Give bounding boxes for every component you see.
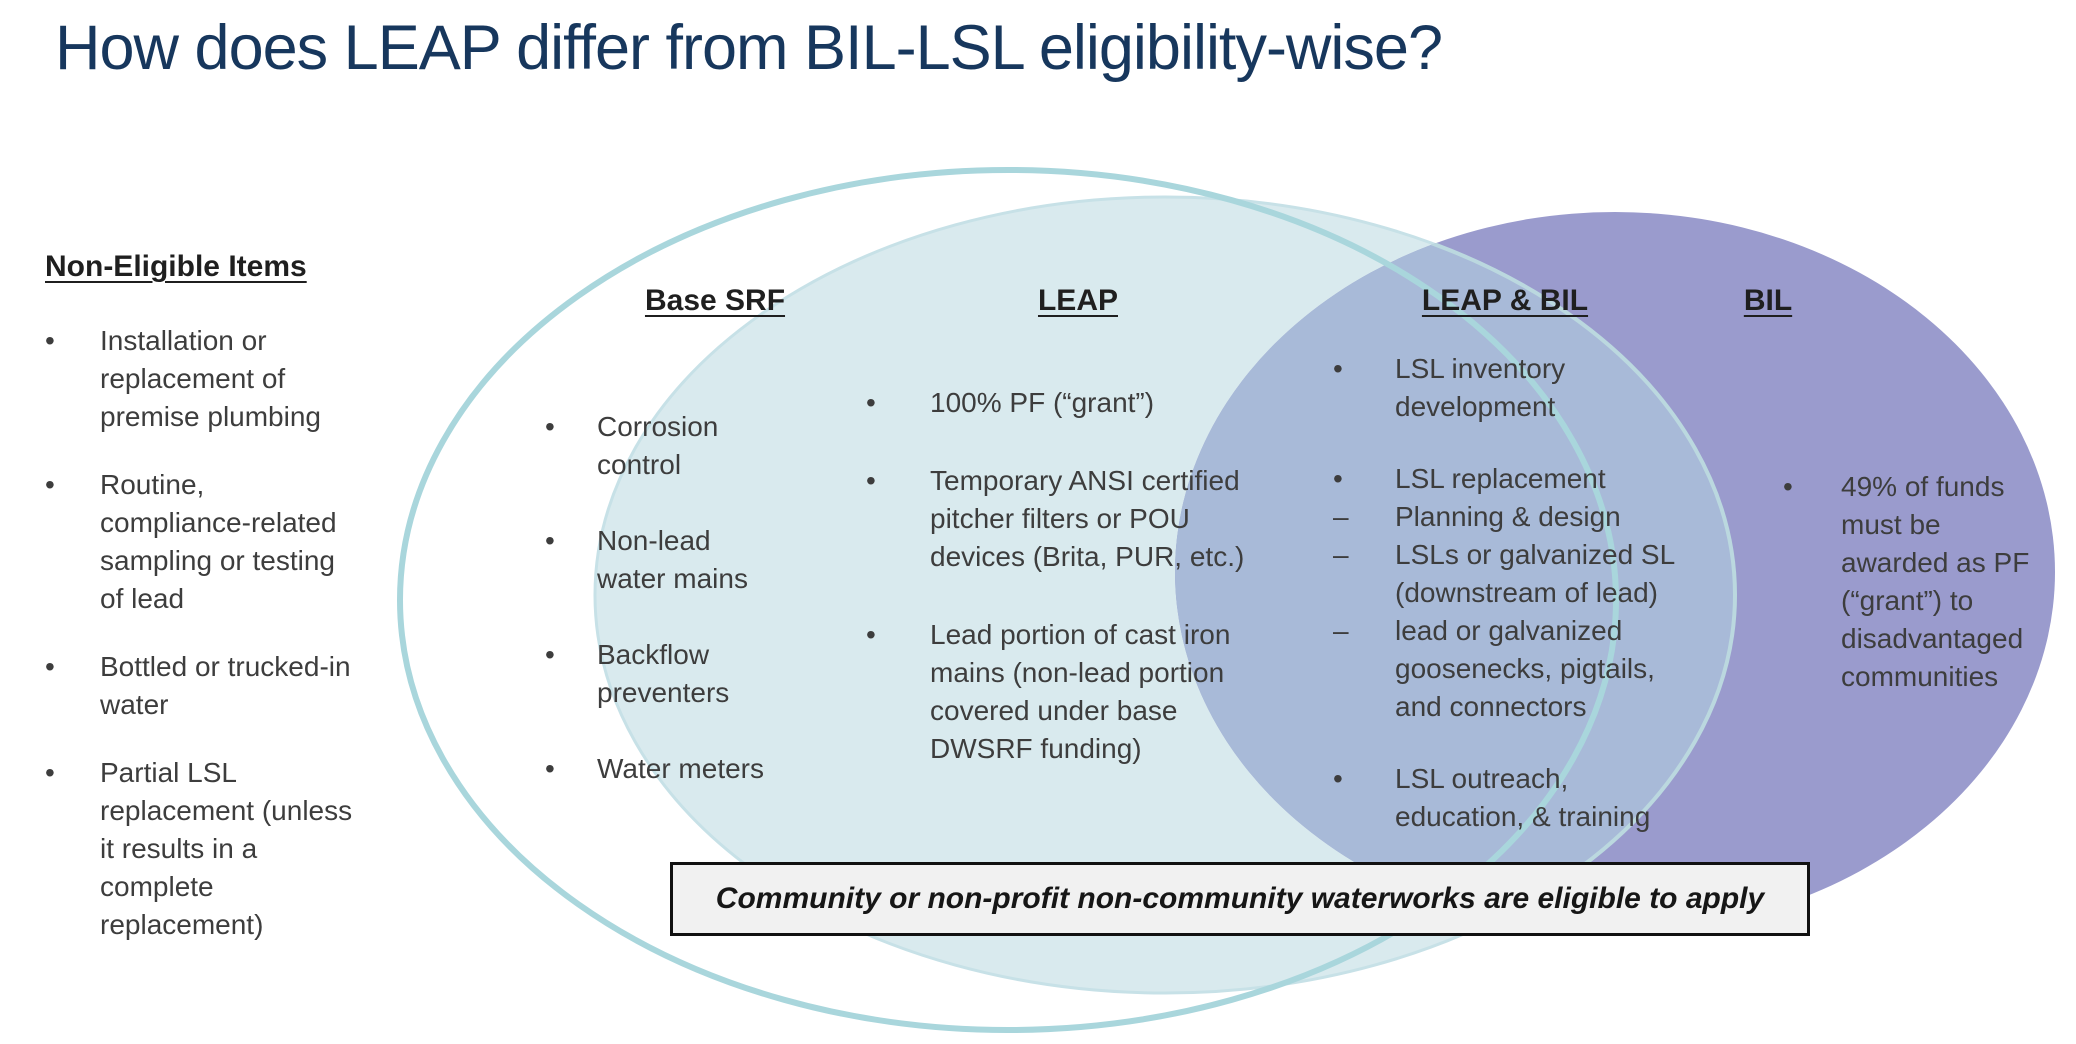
item-text: Bottled or trucked-in water bbox=[100, 651, 351, 720]
list-item: LSL inventory development bbox=[1333, 350, 1713, 426]
list-item: Lead portion of cast iron mains (non-lea… bbox=[866, 616, 1266, 768]
item-text: Planning & design bbox=[1395, 501, 1621, 532]
item-text: LSL outreach, education, & training bbox=[1395, 763, 1651, 832]
bullet-icon bbox=[45, 648, 100, 686]
bullet-icon bbox=[866, 462, 930, 500]
list-item: LSLs or galvanized SL (downstream of lea… bbox=[1333, 536, 1713, 612]
dash-icon bbox=[1333, 612, 1395, 650]
list-item: Planning & design bbox=[1333, 498, 1713, 536]
bullet-icon bbox=[545, 522, 597, 560]
non-eligible-heading: Non-Eligible Items bbox=[45, 250, 307, 283]
bullet-icon bbox=[1333, 460, 1395, 498]
item-text: LSL replacement bbox=[1395, 463, 1606, 494]
bil-heading: BIL bbox=[1743, 284, 1793, 317]
base-srf-ellipse bbox=[397, 167, 1619, 1033]
item-text: Temporary ANSI certified pitcher filters… bbox=[930, 465, 1245, 572]
list-item: 49% of funds must be awarded as PF (“gra… bbox=[1783, 468, 2043, 696]
item-text: Backflow preventers bbox=[597, 639, 730, 708]
bil-list: 49% of funds must be awarded as PF (“gra… bbox=[1783, 468, 2043, 732]
list-item: Bottled or trucked-in water bbox=[45, 648, 360, 724]
page-title: How does LEAP differ from BIL-LSL eligib… bbox=[55, 13, 1443, 83]
item-text: Corrosion control bbox=[597, 411, 719, 480]
dash-icon bbox=[1333, 536, 1395, 574]
bullet-icon bbox=[45, 466, 100, 504]
list-item: Backflow preventers bbox=[545, 636, 785, 712]
item-text: Routine, compliance-related sampling or … bbox=[100, 469, 337, 614]
non-eligible-list: Installation or replacement of premise p… bbox=[45, 322, 360, 974]
eligibility-banner: Community or non-profit non-community wa… bbox=[670, 862, 1810, 936]
item-text: Partial LSL replacement (unless it resul… bbox=[100, 757, 353, 940]
leap-bil-overlap-region bbox=[1175, 212, 1737, 932]
bullet-icon bbox=[866, 384, 930, 422]
list-item: Partial LSL replacement (unless it resul… bbox=[45, 754, 360, 944]
list-item: Routine, compliance-related sampling or … bbox=[45, 466, 360, 618]
item-text: LSLs or galvanized SL (downstream of lea… bbox=[1395, 539, 1675, 608]
item-text: 100% PF (“grant”) bbox=[930, 387, 1155, 418]
list-item: LSL replacement bbox=[1333, 460, 1713, 498]
item-text: Lead portion of cast iron mains (non-lea… bbox=[930, 619, 1231, 764]
item-text: Water meters bbox=[597, 753, 764, 784]
list-item: Corrosion control bbox=[545, 408, 785, 484]
item-text: Installation or replacement of premise p… bbox=[100, 325, 321, 432]
list-item: Installation or replacement of premise p… bbox=[45, 322, 360, 436]
bullet-icon bbox=[545, 636, 597, 674]
base-srf-list: Corrosion control Non-lead water mains B… bbox=[545, 408, 785, 826]
bullet-icon bbox=[1333, 760, 1395, 798]
bullet-icon bbox=[45, 322, 100, 360]
bullet-icon bbox=[1783, 468, 1841, 506]
base-srf-heading: Base SRF bbox=[644, 284, 786, 317]
list-item: Non-lead water mains bbox=[545, 522, 785, 598]
bullet-icon bbox=[1333, 350, 1395, 388]
bullet-icon bbox=[545, 408, 597, 446]
item-text: 49% of funds must be awarded as PF (“gra… bbox=[1841, 471, 2030, 692]
leap-list: 100% PF (“grant”) Temporary ANSI certifi… bbox=[866, 384, 1266, 808]
banner-text: Community or non-profit non-community wa… bbox=[715, 882, 1765, 915]
leap-bil-list: LSL inventory development LSL replacemen… bbox=[1333, 350, 1713, 836]
item-text: LSL inventory development bbox=[1395, 353, 1566, 422]
leap-bil-heading: LEAP & BIL bbox=[1421, 284, 1589, 317]
bullet-icon bbox=[866, 616, 930, 654]
list-item: LSL outreach, education, & training bbox=[1333, 760, 1713, 836]
list-item: 100% PF (“grant”) bbox=[866, 384, 1266, 422]
list-item: lead or galvanized goosenecks, pigtails,… bbox=[1333, 612, 1713, 726]
item-text: lead or galvanized goosenecks, pigtails,… bbox=[1395, 615, 1655, 722]
leap-heading: LEAP bbox=[1037, 284, 1118, 317]
dash-icon bbox=[1333, 498, 1395, 536]
list-item: Water meters bbox=[545, 750, 785, 788]
bullet-icon bbox=[545, 750, 597, 788]
item-text: Non-lead water mains bbox=[597, 525, 748, 594]
bullet-icon bbox=[45, 754, 100, 792]
list-item: Temporary ANSI certified pitcher filters… bbox=[866, 462, 1266, 576]
